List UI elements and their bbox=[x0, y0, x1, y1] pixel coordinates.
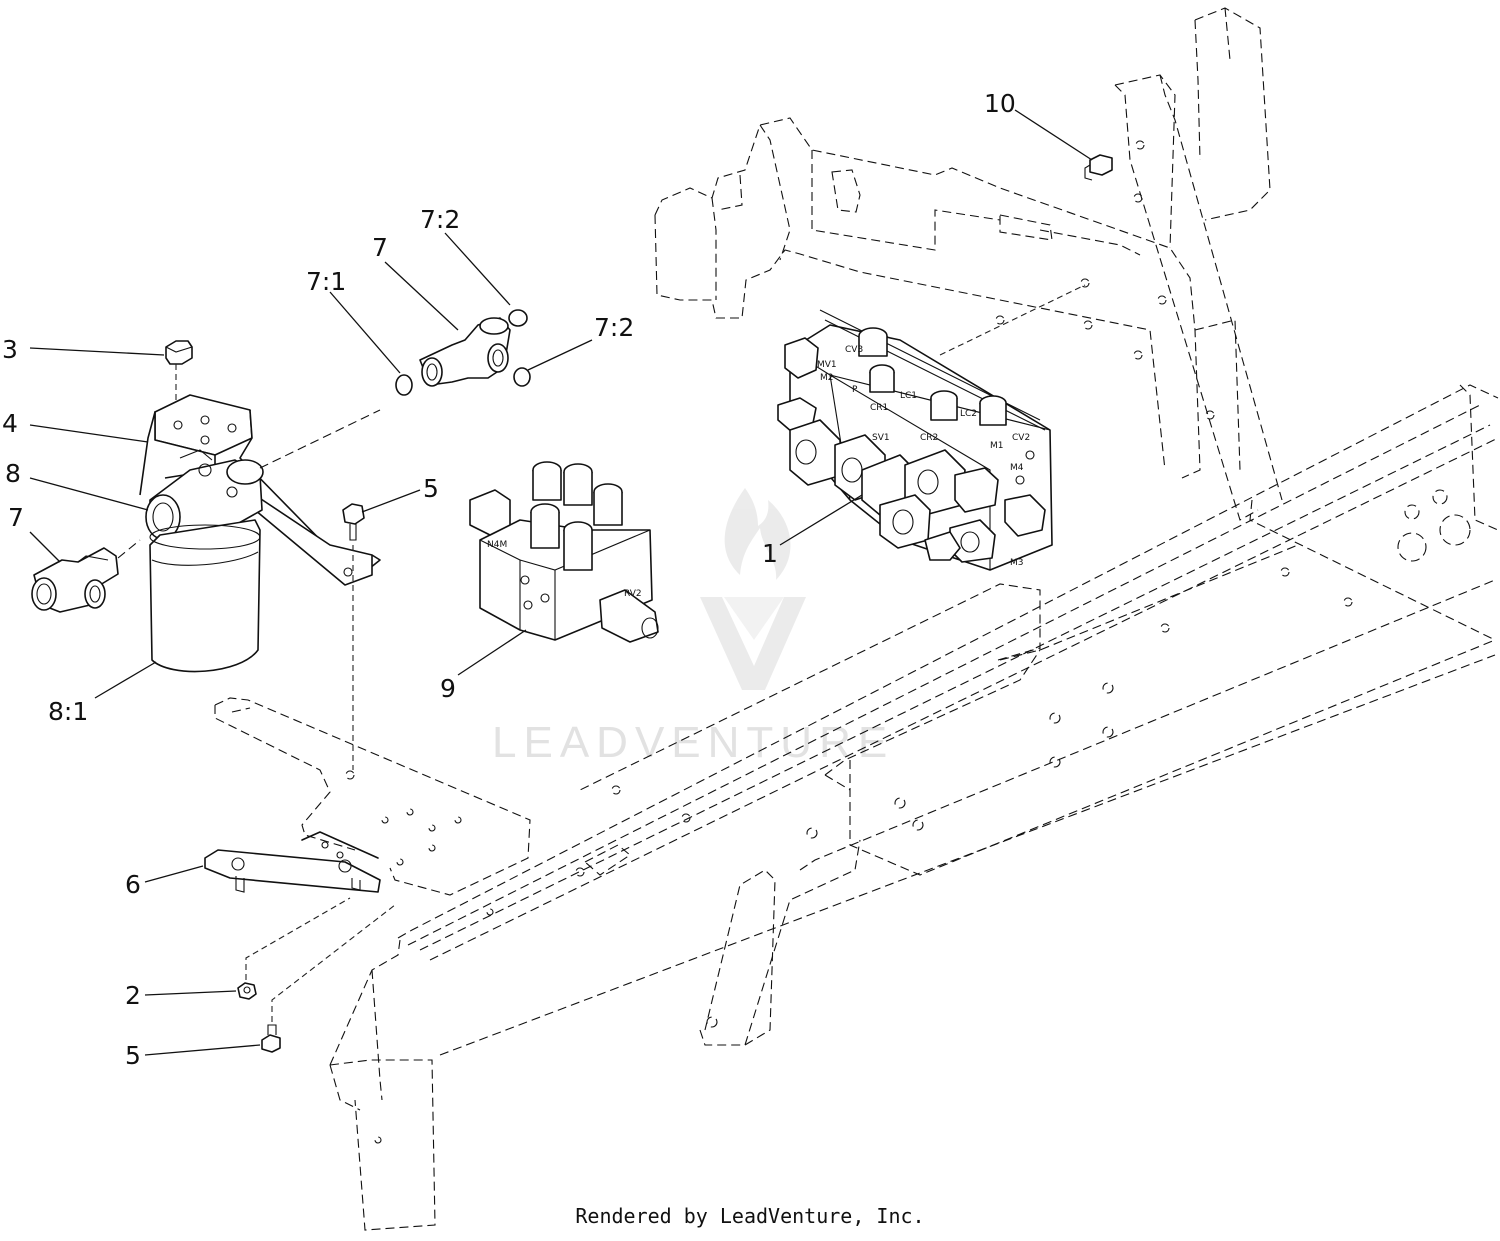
port-label-p: P bbox=[852, 385, 858, 395]
callout-5-upper: 5 bbox=[423, 474, 439, 503]
filter-assembly bbox=[139, 340, 381, 673]
callouts: 1 2 3 4 5 5 6 7 7 7:1 7:2 7:2 8 8:1 9 10 bbox=[2, 89, 1016, 1070]
port-label-cv3: CV3 bbox=[845, 345, 863, 355]
callout-1: 1 bbox=[762, 539, 778, 568]
tee-fitting-7-left bbox=[31, 539, 141, 613]
port-label-m1: M1 bbox=[990, 441, 1004, 451]
callout-7-2-upper: 7:2 bbox=[420, 205, 460, 234]
bracket-part-6 bbox=[204, 831, 381, 893]
callout-6: 6 bbox=[125, 870, 141, 899]
callout-9: 9 bbox=[440, 674, 456, 703]
callout-7-2-lower: 7:2 bbox=[594, 313, 634, 342]
callout-7-1: 7:1 bbox=[306, 267, 346, 296]
main-frame-rail bbox=[329, 384, 1499, 1231]
mounting-plate bbox=[214, 697, 531, 896]
tee-fitting-7-upper bbox=[395, 309, 531, 396]
port-label-sv1: SV1 bbox=[872, 433, 890, 443]
footer-credit: Rendered by LeadVenture, Inc. bbox=[575, 1204, 925, 1228]
callout-10: 10 bbox=[984, 89, 1016, 118]
watermark-text: LEADVENTURE bbox=[492, 718, 894, 767]
valve-block-9: N4M RV2 bbox=[469, 461, 659, 643]
port-label-lc2: LC2 bbox=[960, 409, 977, 419]
o-ring-7-2-lower bbox=[513, 367, 531, 387]
port-label-n4m: N4M bbox=[487, 540, 507, 550]
callout-4: 4 bbox=[2, 409, 18, 438]
watermark-logo bbox=[700, 488, 806, 690]
manifold-assembly-1: MV1 CV3 M2 LC1 CR1 LC2 CV2 M4 M3 SV1 CR2… bbox=[777, 284, 1086, 571]
port-label-m4: M4 bbox=[1010, 463, 1024, 473]
o-ring-7-1 bbox=[395, 374, 413, 396]
port-label-mv1: MV1 bbox=[817, 360, 837, 370]
port-label-cr1: CR1 bbox=[870, 403, 888, 413]
leader-lines bbox=[29, 109, 1093, 1056]
port-label-cv2: CV2 bbox=[1012, 433, 1030, 443]
callout-8: 8 bbox=[5, 459, 21, 488]
bolt-10 bbox=[1084, 154, 1113, 181]
bolt-5-upper bbox=[342, 503, 365, 770]
callout-7-left: 7 bbox=[8, 503, 24, 532]
port-label-lc1: LC1 bbox=[900, 391, 917, 401]
port-label-cr2: CR2 bbox=[920, 433, 938, 443]
o-ring-7-2-upper bbox=[508, 309, 528, 327]
callout-8-1: 8:1 bbox=[48, 697, 88, 726]
upper-frame-bracket bbox=[654, 7, 1283, 521]
port-label-m3: M3 bbox=[1010, 558, 1024, 568]
port-label-m2: M2 bbox=[820, 373, 834, 383]
port-label-rv2: RV2 bbox=[624, 589, 642, 599]
callout-2: 2 bbox=[125, 981, 141, 1010]
callout-7-upper: 7 bbox=[372, 233, 388, 262]
callout-3: 3 bbox=[2, 335, 18, 364]
nut-2 bbox=[237, 897, 351, 1000]
bolt-5-lower bbox=[261, 904, 396, 1053]
callout-5-lower: 5 bbox=[125, 1041, 141, 1070]
